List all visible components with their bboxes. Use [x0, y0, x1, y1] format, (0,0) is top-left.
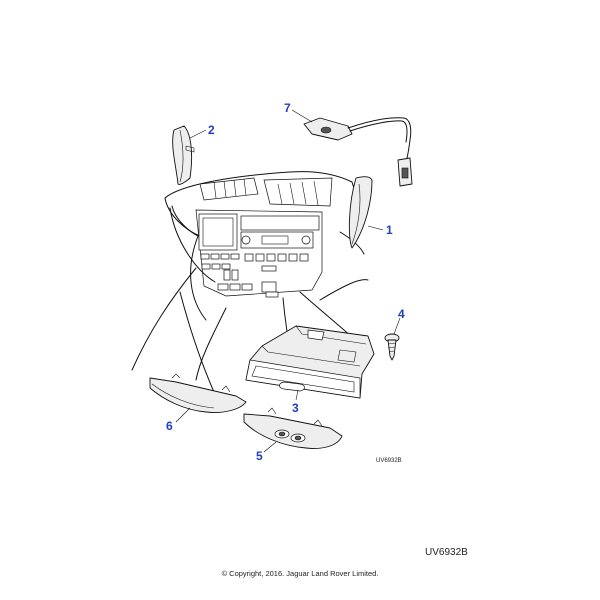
console-buttons — [200, 253, 309, 298]
leader-lines — [175, 109, 401, 453]
callout-2: 2 — [208, 123, 215, 137]
copyright-text: © Copyright, 2016. Jaguar Land Rover Lim… — [222, 569, 379, 578]
callout-1: 1 — [386, 223, 393, 237]
part-5-switch-panel — [243, 407, 343, 449]
part-3-storage-tray — [245, 325, 375, 399]
callout-7: 7 — [284, 101, 291, 115]
part-2-left-trim — [172, 125, 195, 185]
diagram-ref-small: UV6932B — [376, 458, 402, 464]
callout-5: 5 — [256, 449, 263, 463]
callout-4: 4 — [398, 307, 405, 321]
part-7-sensor — [303, 117, 413, 187]
dashboard-drawing — [131, 171, 369, 393]
part-1-right-trim — [348, 176, 373, 249]
part-4-screw — [384, 333, 400, 361]
diagram-ref-large: UV6932B — [425, 547, 468, 558]
part-6-lower-trim — [149, 373, 247, 413]
callout-3: 3 — [292, 401, 299, 415]
callout-labels: 1 2 3 4 5 6 7 — [166, 101, 405, 463]
callout-6: 6 — [166, 419, 173, 433]
